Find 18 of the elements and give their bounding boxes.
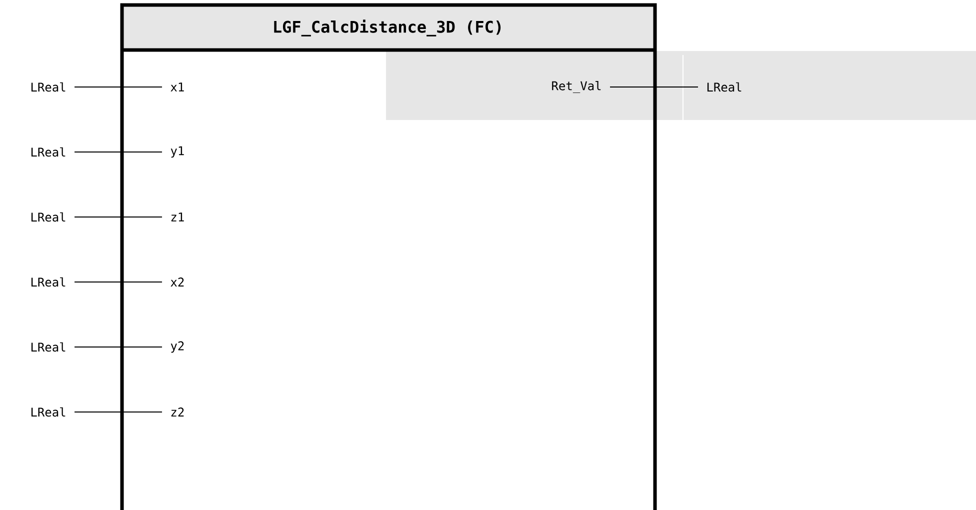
data-type: LReal: [707, 82, 742, 92]
data-type: LReal: [31, 342, 66, 352]
connector-line: [610, 86, 698, 88]
pin-name: Ret_Val: [552, 81, 601, 93]
data-type: LReal: [31, 407, 66, 417]
pin-name: y2: [170, 341, 184, 353]
connector-line: [74, 216, 163, 218]
connector-line: [74, 86, 163, 88]
data-type: LReal: [31, 147, 66, 157]
pin-name: x2: [170, 278, 184, 286]
pin-name: x1: [170, 82, 184, 92]
pin-name: z2: [171, 408, 184, 416]
data-type: LReal: [31, 212, 66, 222]
pin-name: z1: [171, 212, 184, 222]
data-type: LReal: [31, 82, 66, 92]
connector-line: [74, 346, 163, 348]
pin-name: y1: [170, 146, 184, 158]
data-type: LReal: [31, 277, 66, 287]
